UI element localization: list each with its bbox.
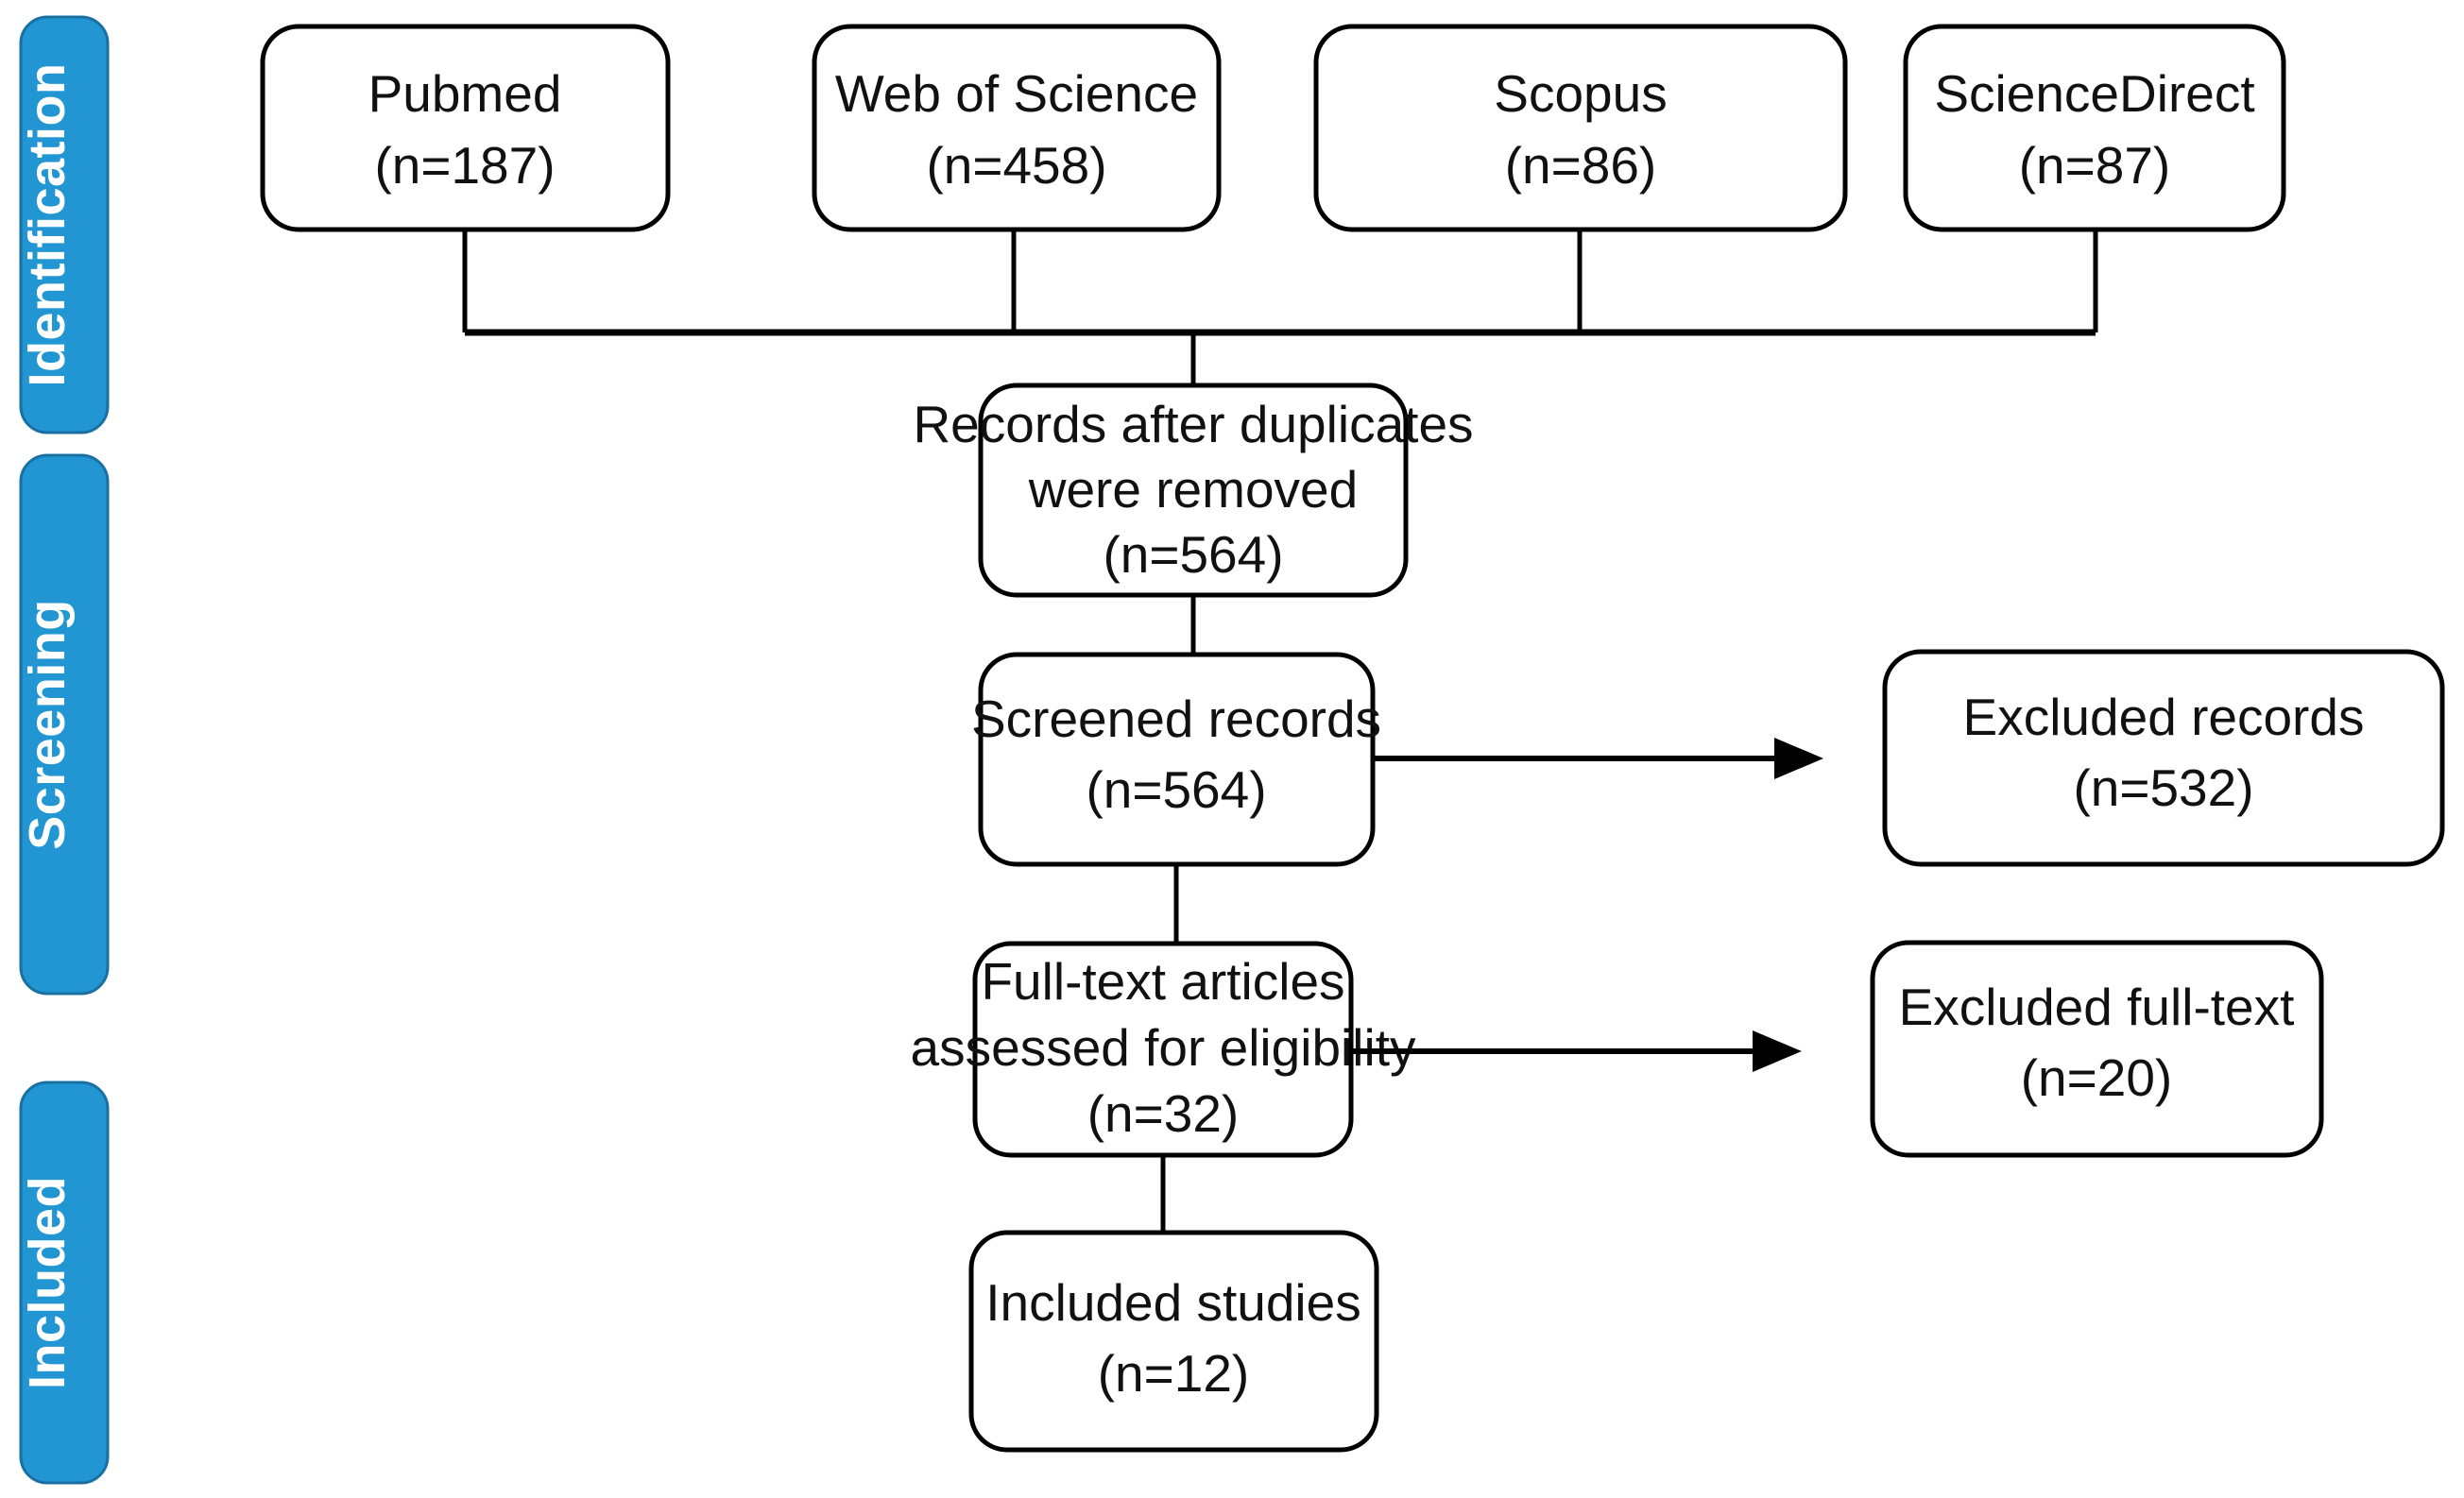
flow-box-included-studies-line1: Included studies — [985, 1273, 1361, 1332]
source-box-sciencedirect-name: ScienceDirect — [1934, 64, 2254, 123]
source-box-pubmed-shape — [260, 24, 671, 232]
source-box-pubmed-name: Pubmed — [368, 64, 562, 123]
source-box-web-of-science: Web of Science (n=458) — [812, 24, 1222, 232]
connector-screened-to-excluded-arrowhead-icon — [1774, 738, 1823, 779]
source-box-sciencedirect-count: (n=87) — [2019, 136, 2171, 195]
stage-band-screening-label: Screening — [19, 599, 76, 850]
source-box-pubmed-count: (n=187) — [374, 136, 555, 195]
flow-box-screened-records-count: (n=564) — [1086, 760, 1266, 819]
flow-box-full-text-assessed-line2: assessed for eligibility — [911, 1018, 1416, 1077]
connector-fulltext-to-excluded — [1351, 1030, 1802, 1072]
stage-band-identification: Identification — [19, 15, 110, 434]
flow-box-excluded-full-text: Excluded full-text (n=20) — [1870, 940, 2324, 1158]
source-box-web-of-science-name: Web of Science — [835, 64, 1198, 123]
flow-box-excluded-records-line1: Excluded records — [1963, 688, 2365, 746]
source-box-pubmed: Pubmed (n=187) — [260, 24, 671, 232]
source-box-web-of-science-shape — [812, 24, 1222, 232]
flow-box-full-text-assessed-count: (n=32) — [1087, 1084, 1240, 1143]
stage-band-screening: Screening — [19, 453, 110, 996]
flow-box-excluded-records-count: (n=532) — [2073, 758, 2253, 817]
flow-box-full-text-assessed: Full-text articles assessed for eligibil… — [911, 941, 1416, 1158]
stage-band-screening-shape — [19, 453, 110, 996]
flow-box-excluded-records-shape — [1882, 649, 2445, 867]
source-box-sciencedirect-shape — [1903, 24, 2286, 232]
stage-band-identification-shape — [19, 15, 110, 434]
stage-band-included-label: Included — [19, 1176, 76, 1389]
flow-box-excluded-full-text-line1: Excluded full-text — [1899, 978, 2295, 1036]
flow-box-screened-records-shape — [978, 652, 1376, 867]
source-box-scopus-name: Scopus — [1494, 64, 1667, 123]
flow-box-duplicates-removed: Records after duplicates were removed (n… — [913, 383, 1474, 598]
stage-band-included: Included — [19, 1081, 110, 1485]
source-box-scopus-count: (n=86) — [1505, 136, 1657, 195]
flow-box-excluded-records: Excluded records (n=532) — [1882, 649, 2445, 867]
stage-band-identification-label: Identification — [19, 63, 76, 387]
source-box-web-of-science-count: (n=458) — [926, 136, 1106, 195]
source-box-sciencedirect: ScienceDirect (n=87) — [1903, 24, 2286, 232]
flow-box-duplicates-removed-count: (n=564) — [1103, 525, 1283, 584]
flow-box-duplicates-removed-line2: were removed — [1028, 460, 1358, 519]
flow-box-included-studies: Included studies (n=12) — [968, 1230, 1379, 1453]
flow-box-full-text-assessed-line1: Full-text articles — [981, 952, 1344, 1011]
flow-box-excluded-full-text-count: (n=20) — [2021, 1048, 2173, 1107]
source-box-scopus-shape — [1313, 24, 1848, 232]
flow-box-included-studies-count: (n=12) — [1098, 1344, 1250, 1403]
flow-box-screened-records-line1: Screened records — [971, 689, 1381, 748]
connector-screened-to-excluded — [1373, 738, 1823, 779]
stage-band-included-shape — [19, 1081, 110, 1485]
flow-box-screened-records: Screened records (n=564) — [971, 652, 1381, 867]
flow-box-included-studies-shape — [968, 1230, 1379, 1453]
connector-sources-to-duplicates — [462, 230, 2098, 385]
flow-box-excluded-full-text-shape — [1870, 940, 2324, 1158]
flow-box-duplicates-removed-line1: Records after duplicates — [913, 395, 1473, 453]
source-box-scopus: Scopus (n=86) — [1313, 24, 1848, 232]
connector-fulltext-to-excluded-arrowhead-icon — [1753, 1030, 1802, 1072]
